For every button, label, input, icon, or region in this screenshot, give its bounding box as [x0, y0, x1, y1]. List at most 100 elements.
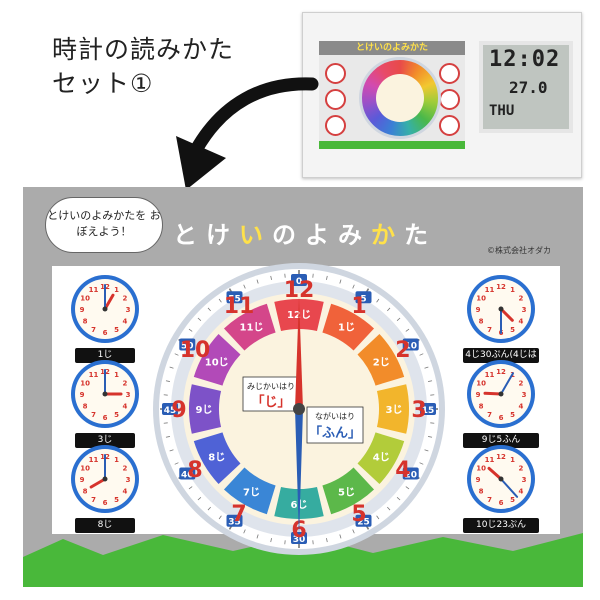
thumbnail-mini-clock: [325, 115, 346, 136]
practice-clock-number: 9: [476, 306, 481, 314]
minute-tick: [424, 449, 429, 452]
minute-tick: [352, 529, 355, 534]
practice-clock-number: 5: [510, 496, 515, 504]
hour-number: 10: [180, 338, 211, 363]
minute-tick: [270, 275, 272, 280]
practice-clock-number: 7: [487, 326, 492, 334]
hour-number: 7: [231, 502, 246, 527]
minute-label: 50: [181, 342, 194, 352]
practice-clock-pivot: [498, 391, 504, 397]
practice-clock-number: 4: [122, 488, 127, 496]
minute-tick: [405, 328, 410, 332]
practice-clock-label: 1じ: [75, 348, 135, 363]
practice-clock-number: 1: [114, 456, 119, 464]
grass-strip: [23, 533, 583, 587]
minute-tick: [326, 538, 328, 543]
practice-clock-number: 7: [91, 496, 96, 504]
practice-clock-label: 3じ: [75, 433, 135, 448]
practice-clock-pivot: [498, 306, 504, 312]
practice-clock-number: 3: [522, 306, 527, 314]
minute-tick: [169, 449, 174, 452]
practice-clock-number: 4: [518, 403, 523, 411]
thumbnail-mini-clock: [439, 63, 460, 84]
practice-clock-number: 8: [479, 403, 484, 411]
minute-tick: [376, 515, 380, 520]
sector-label: 2じ: [373, 357, 390, 369]
minute-label-box: [355, 291, 372, 304]
speech-bubble: とけいのよみかたを おぼえよう！: [45, 197, 163, 253]
minute-tick: [428, 436, 433, 438]
minute-tick: [396, 317, 401, 321]
practice-clock-label: 8じ: [75, 518, 135, 533]
minute-label-box: [179, 467, 196, 480]
practice-clock-number: 12: [496, 368, 506, 376]
practice-clock-number: 9: [476, 391, 481, 399]
practice-clock-number: 6: [103, 499, 108, 507]
minute-label: 35: [228, 518, 241, 528]
hour-number: 3: [411, 398, 426, 423]
minute-tick: [396, 497, 401, 501]
minute-tick: [339, 534, 342, 539]
practice-clock-number: 2: [122, 465, 127, 473]
hour-number: 4: [395, 458, 410, 483]
minute-tick: [428, 380, 433, 382]
minute-tick: [165, 380, 170, 382]
minute-tick: [243, 284, 246, 289]
title-char: と: [173, 221, 206, 249]
practice-clock-label: 10じ23ぷん: [463, 518, 539, 533]
minute-hand-label-box: [306, 406, 364, 444]
lcd-temperature: 27.0: [509, 78, 548, 97]
title-char: の: [272, 221, 305, 249]
practice-clock-number: 12: [496, 283, 506, 291]
practice-clock-label: 9じ5ふん: [463, 433, 539, 448]
minute-tick: [419, 462, 424, 465]
practice-clock-number: 6: [103, 414, 108, 422]
practice-clock-number: 3: [126, 391, 131, 399]
practice-clock-number: 7: [487, 411, 492, 419]
practice-clock-number: 8: [83, 403, 88, 411]
minute-label-box: [179, 338, 196, 351]
minute-tick: [165, 436, 170, 438]
practice-minute-hand: [499, 478, 519, 498]
hour-sector: [322, 303, 375, 351]
practice-clock-number: 8: [83, 488, 88, 496]
practice-clock-pivot: [102, 391, 108, 397]
practice-clock-number: 7: [91, 326, 96, 334]
practice-clock-number: 1: [114, 286, 119, 294]
minute-tick: [218, 298, 222, 303]
minute-label-box: [226, 291, 243, 304]
hour-sector: [322, 467, 375, 515]
practice-clock-number: 11: [89, 456, 99, 464]
minute-hand: [295, 409, 303, 537]
minute-label-box: [355, 514, 372, 527]
minute-label: 45: [164, 406, 177, 416]
minute-tick: [339, 279, 342, 284]
practice-clock-number: 2: [518, 465, 523, 473]
sector-label: 7じ: [243, 486, 260, 498]
hour-number: 8: [187, 458, 202, 483]
hour-sector: [189, 384, 222, 434]
hour-hand: [295, 297, 303, 409]
board-title: とけいのよみかた: [173, 215, 437, 250]
minute-label: 55: [228, 294, 241, 304]
minute-label: 0: [296, 277, 302, 287]
practice-clock-number: 8: [83, 318, 88, 326]
practice-clock-number: 10: [80, 380, 90, 388]
hour-number: 9: [171, 398, 186, 423]
practice-clock-number: 4: [122, 403, 127, 411]
minute-tick: [197, 497, 202, 501]
thumbnail-mini-clock: [325, 63, 346, 84]
practice-minute-hand: [500, 372, 514, 395]
practice-clock-number: 9: [80, 476, 85, 484]
hour-number: 2: [395, 338, 410, 363]
minute-tick: [207, 307, 211, 312]
practice-clock-number: 4: [122, 318, 127, 326]
minute-tick: [405, 486, 410, 490]
minute-label-box: [402, 338, 419, 351]
minute-label-box: [226, 514, 243, 527]
minute-hand-value: 「ふん」: [309, 425, 361, 441]
sector-label: 1じ: [338, 322, 355, 334]
practice-clock-number: 6: [499, 499, 504, 507]
